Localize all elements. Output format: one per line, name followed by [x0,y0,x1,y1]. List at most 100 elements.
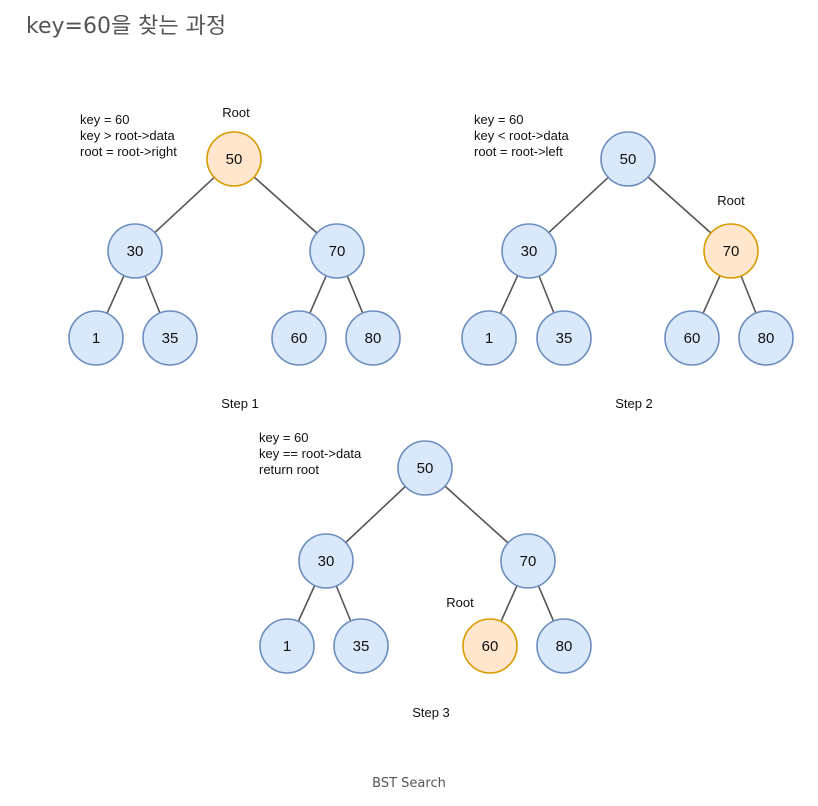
tree-edge [346,275,364,314]
node-label: 70 [329,243,346,260]
node-label: 30 [521,243,538,260]
node-circle [461,310,517,366]
root-tag: Root [222,105,250,120]
node-circle [738,310,794,366]
tree-edge [538,275,555,314]
node-circle [500,533,556,589]
tree-edge [548,176,609,234]
node-circle [703,223,759,279]
node-label: 60 [684,330,701,347]
tree-edge [499,275,519,314]
note-line: key > root->data [80,128,175,143]
node-label: 50 [226,151,243,168]
root-tag: Root [446,595,474,610]
tree-node: 60 [271,310,327,366]
node-label: 35 [353,638,370,655]
node-label: 80 [556,638,573,655]
page-title: key=60을 찾는 과정 [26,14,227,39]
tree-node: 1 [68,310,124,366]
tree-node: 60 [664,310,720,366]
step-caption: Step 2 [615,396,653,411]
tree-edge [253,176,318,234]
figure-caption: BST Search [372,776,446,791]
step-caption: Step 3 [412,705,450,720]
note-line: key = 60 [259,430,309,445]
tree-edge [537,585,555,622]
node-label: 1 [283,638,291,655]
note-line: key == root->data [259,446,362,461]
node-circle [206,131,262,187]
node-label: 50 [620,151,637,168]
node-circle [68,310,124,366]
tree-node: 50 [600,131,656,187]
node-circle [298,533,354,589]
tree-edge [500,585,518,622]
node-label: 30 [318,553,335,570]
current-root-node: 70 [703,223,759,279]
current-root-node: 60 [462,618,518,674]
tree-node: 50 [397,440,453,496]
root-tag: Root [717,193,745,208]
node-label: 70 [520,553,537,570]
tree-edge [345,485,406,544]
node-label: 70 [723,243,740,260]
note-line: key = 60 [80,112,130,127]
note-line: root = root->right [80,144,177,159]
tree-edge [647,176,712,234]
node-circle [345,310,401,366]
tree-node: 30 [107,223,163,279]
node-label: 1 [92,330,100,347]
tree-edge [297,585,316,622]
node-label: 60 [291,330,308,347]
node-label: 35 [162,330,179,347]
note-line: return root [259,462,319,477]
step-caption: Step 1 [221,396,259,411]
tree-node: 70 [500,533,556,589]
tree-node: 35 [333,618,389,674]
tree-node: 70 [309,223,365,279]
node-label: 35 [556,330,573,347]
node-circle [600,131,656,187]
tree-edge [309,275,327,314]
node-label: 60 [482,638,499,655]
tree-node: 35 [536,310,592,366]
node-label: 1 [485,330,493,347]
node-label: 30 [127,243,144,260]
tree-node: 80 [536,618,592,674]
node-circle [462,618,518,674]
node-circle [259,618,315,674]
note-line: root = root->left [474,144,563,159]
tree-node: 1 [259,618,315,674]
tree-edge [106,275,125,314]
tree-edge [335,585,352,622]
tree-edge [144,275,161,314]
node-circle [107,223,163,279]
current-root-node: 50 [206,131,262,187]
node-circle [333,618,389,674]
note-line: key < root->data [474,128,569,143]
tree-node: 30 [298,533,354,589]
node-circle [397,440,453,496]
node-circle [309,223,365,279]
tree-node: 1 [461,310,517,366]
node-circle [142,310,198,366]
tree-node: 80 [738,310,794,366]
node-circle [536,310,592,366]
node-circle [664,310,720,366]
node-label: 50 [417,460,434,477]
tree-edge [740,275,757,314]
node-circle [501,223,557,279]
note-line: key = 60 [474,112,524,127]
tree-edge [702,275,721,314]
node-label: 80 [365,330,382,347]
tree-node: 30 [501,223,557,279]
tree-edge [444,485,509,544]
node-label: 80 [758,330,775,347]
tree-edge [154,176,215,234]
